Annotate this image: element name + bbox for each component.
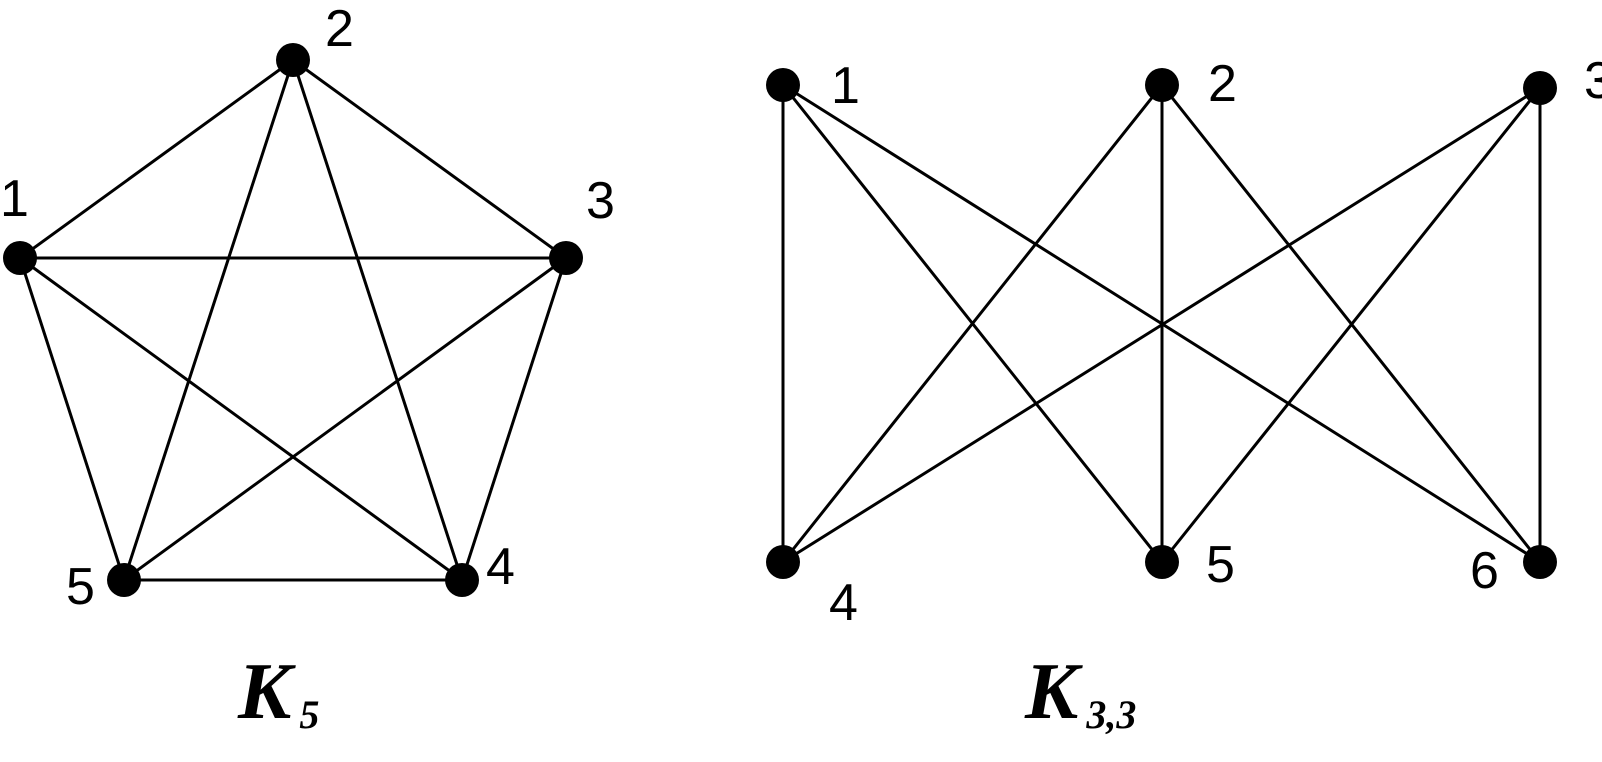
k5-edge-2-4 (291, 58, 464, 582)
k33-edge-2-4 (781, 83, 1164, 564)
k5-edge-1-5 (18, 256, 126, 582)
k33-node-3 (1523, 71, 1557, 105)
k5-edge-1-2 (18, 58, 295, 260)
k5-node-label-3: 3 (586, 172, 615, 230)
k33-node-label-6: 6 (1470, 542, 1499, 600)
k5-node-4 (445, 563, 479, 597)
k5-node-1 (3, 241, 37, 275)
k33-node-label-2: 2 (1208, 55, 1237, 113)
k33-node-label-3: 3 (1584, 52, 1602, 110)
k33-node-labels: 1 2 3 4 5 6 (829, 52, 1602, 632)
k33-edge-3-4 (781, 86, 1542, 564)
k33-caption-sub: 3,3 (1085, 692, 1136, 737)
k33-node-label-5: 5 (1206, 536, 1235, 594)
k5-caption-sub: 5 (299, 692, 319, 737)
k5-node-labels: 1 2 3 4 5 (0, 0, 615, 616)
k5-edge-1-4 (18, 256, 464, 582)
k5-node-3 (549, 241, 583, 275)
k5-edge-2-3 (291, 58, 568, 260)
k5-edge-3-5 (122, 256, 568, 582)
k5-edge-2-5 (122, 58, 295, 582)
k5-nodes (3, 43, 583, 597)
k33-node-5 (1145, 545, 1179, 579)
k5-node-label-5: 5 (66, 558, 95, 616)
k33-caption-main: K (1024, 648, 1083, 736)
k33-node-6 (1523, 545, 1557, 579)
k5-node-label-2: 2 (325, 0, 354, 58)
k33-edges (781, 83, 1542, 564)
k33-nodes (766, 68, 1557, 579)
k33-node-4 (766, 545, 800, 579)
k5-edges (18, 58, 568, 582)
k5-node-5 (107, 563, 141, 597)
k33-node-1 (766, 68, 800, 102)
k5-node-2 (276, 43, 310, 77)
k5-node-label-4: 4 (486, 538, 515, 596)
k5-node-label-1: 1 (0, 170, 29, 228)
k33-edge-3-5 (1160, 86, 1542, 564)
k33-node-label-1: 1 (831, 57, 860, 115)
k33-node-2 (1145, 68, 1179, 102)
k5-caption-main: K (237, 648, 296, 736)
k5-edge-3-4 (460, 256, 568, 582)
k33-node-label-4: 4 (829, 574, 858, 632)
